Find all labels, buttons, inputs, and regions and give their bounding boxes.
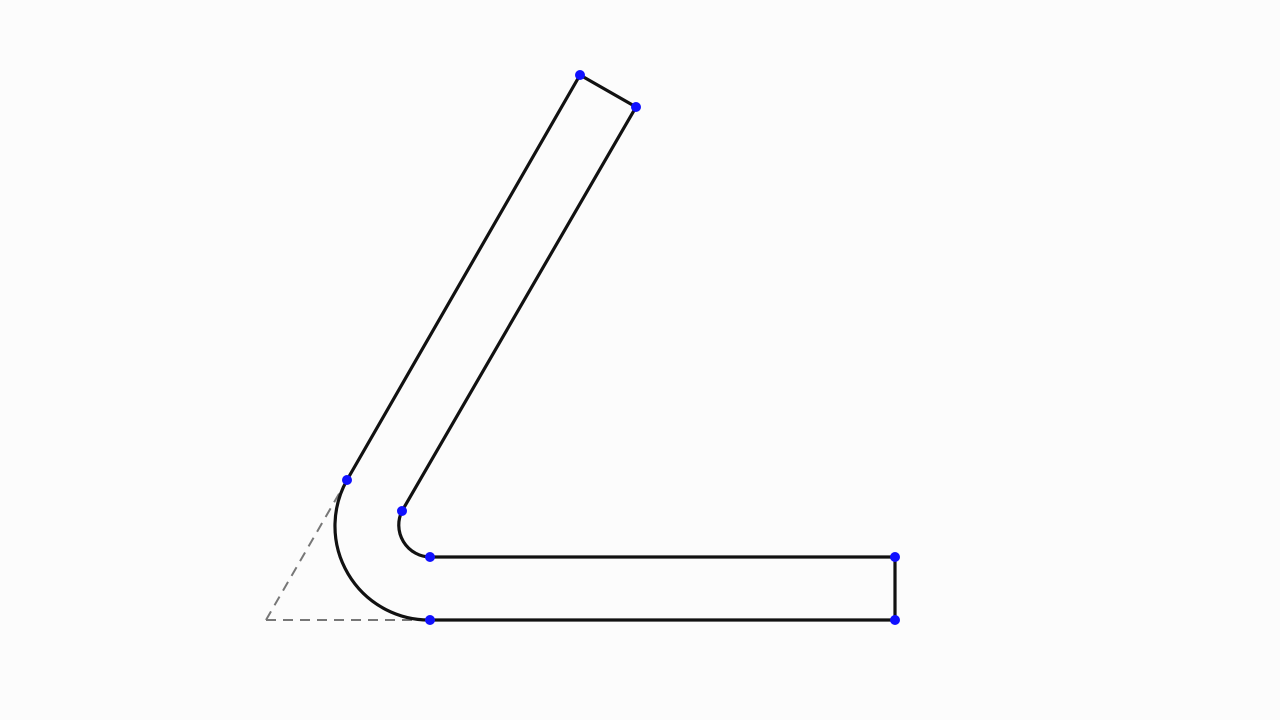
construction-lines [265,479,430,621]
part-outline [333,73,897,622]
flange-a-outer-edge [345,73,582,482]
vertex-bend-inner-start[interactable] [397,506,407,516]
vertex-flange-b-outer-end[interactable] [890,615,900,625]
vertex-bend-inner-end[interactable] [425,552,435,562]
vertex-markers [342,70,900,625]
vertex-flange-b-inner-end[interactable] [890,552,900,562]
flange-a-inner-edge [400,105,638,513]
bend-inner-arc [397,509,432,559]
vertex-flange-a-inner-end[interactable] [631,102,641,112]
vertex-bend-outer-end[interactable] [425,615,435,625]
flange-a-end-edge [578,73,638,109]
bend-outer-arc [333,478,432,622]
vertex-flange-a-outer-end[interactable] [575,70,585,80]
construction-line-flange-a [265,479,348,621]
vertex-bend-outer-start[interactable] [342,475,352,485]
